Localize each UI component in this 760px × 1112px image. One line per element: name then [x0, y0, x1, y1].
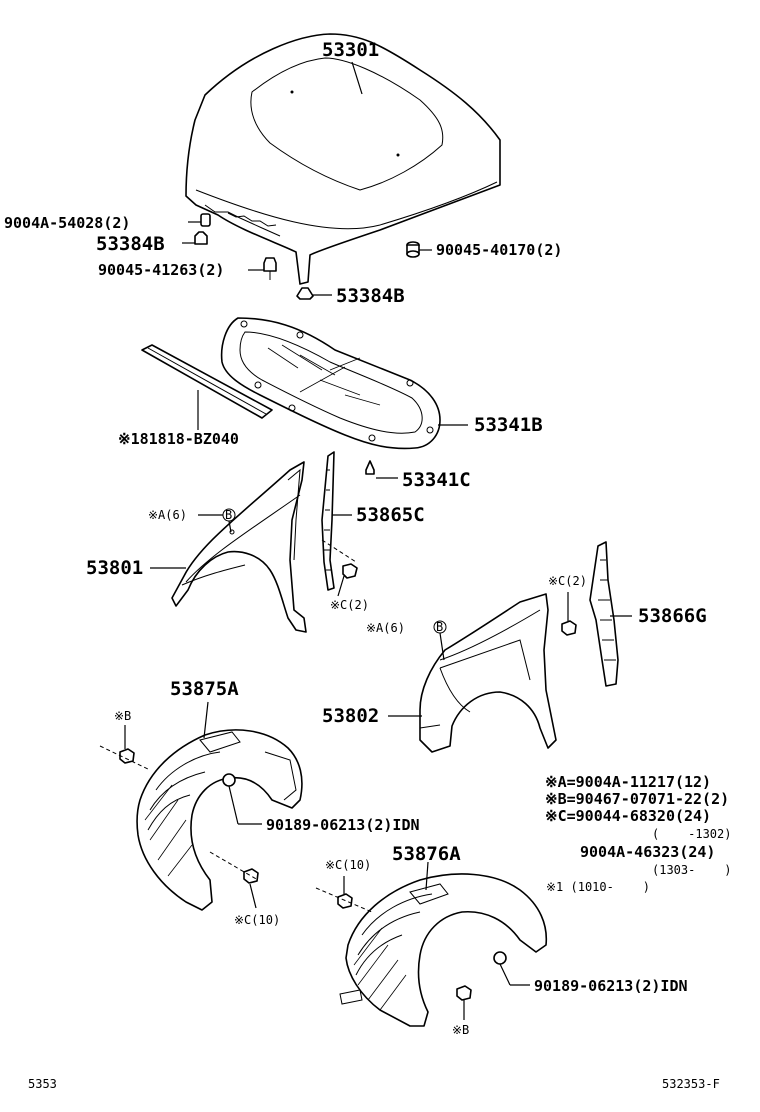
label-fender-seal-right: 53866G [638, 605, 707, 627]
label-fender-left: 53801 [86, 557, 143, 579]
fender-seal-right-clip[interactable] [561, 592, 577, 636]
hood-insulator-53341B[interactable] [220, 317, 441, 450]
label-liner-left-clip: 90189-06213(2)IDN [266, 816, 420, 834]
label-liner-right-clip: 90189-06213(2)IDN [534, 977, 688, 995]
fender-right-bolt-b[interactable] [433, 620, 447, 661]
fender-left-bolt-b[interactable] [198, 508, 236, 533]
hood-seal-181818-BZ040[interactable] [141, 344, 273, 419]
liner-right-53876A[interactable] [339, 873, 548, 1027]
hood-clip-9004A-54028[interactable] [188, 213, 211, 227]
hood-clip-90045-40170[interactable] [406, 241, 432, 258]
liner-right-clip-90189[interactable] [493, 951, 530, 986]
label-hood-clip: 9004A-54028(2) [4, 214, 130, 232]
label-liner-right: 53876A [392, 843, 461, 865]
label-fender-seal-left: 53865C [356, 504, 425, 526]
label-fender-right-ref: ※A(6) [366, 621, 405, 635]
insulator-clip-53341C[interactable] [365, 460, 398, 479]
label-hood-clip-2: 90045-41263(2) [98, 261, 224, 279]
label-seal: ※181818-BZ040 [118, 430, 239, 448]
footer-right: 532353-F [662, 1077, 720, 1091]
liner-right-bolt-c[interactable] [315, 876, 373, 913]
label-fender-seal-left-ref: ※C(2) [330, 598, 369, 612]
fender-seal-left-53865C[interactable] [321, 451, 335, 591]
liner-left-bolt-c[interactable] [209, 851, 259, 909]
label-fender-seal-right-ref: ※C(2) [548, 574, 587, 588]
label-insulator-clip: 53341C [402, 469, 471, 491]
legend-c-range: ( -1302) [652, 827, 731, 841]
hood-cushion-53384B-center[interactable] [296, 287, 332, 300]
fender-right-53802[interactable] [419, 593, 557, 753]
hood-clip-90045-41263[interactable] [248, 257, 277, 280]
liner-right-bolt-b[interactable] [456, 985, 472, 1020]
label-fender-right: 53802 [322, 705, 379, 727]
legend-d-range: (1303- ) [652, 863, 731, 877]
liner-left-bolt-b[interactable] [99, 725, 151, 771]
label-liner-left: 53875A [170, 678, 239, 700]
legend-c: ※C=90044-68320(24) [545, 807, 711, 825]
label-hood-cushion-left: 53384B [96, 233, 165, 255]
label-liner-right-ref-c: ※C(10) [325, 858, 371, 872]
fender-seal-left-clip[interactable] [321, 539, 358, 597]
hood-cushion-53384B-left[interactable] [182, 231, 208, 245]
fender-seal-right-53866G[interactable] [589, 541, 619, 687]
footer-left: 5353 [28, 1077, 57, 1091]
label-liner-right-ref-b: ※B [452, 1023, 469, 1037]
label-insulator: 53341B [474, 414, 543, 436]
label-liner-left-ref-b: ※B [114, 709, 131, 723]
legend-d: 9004A-46323(24) [580, 843, 715, 861]
label-hood-cushion-center: 53384B [336, 285, 405, 307]
legend-a: ※A=9004A-11217(12) [545, 773, 711, 791]
label-liner-left-ref-c: ※C(10) [234, 913, 280, 927]
label-fender-right-b: B [436, 620, 443, 634]
liner-left-clip-90189[interactable] [222, 773, 262, 825]
label-hood-clip-right: 90045-40170(2) [436, 241, 562, 259]
hood-53301[interactable] [185, 33, 501, 285]
legend-b: ※B=90467-07071-22(2) [545, 790, 729, 808]
label-fender-left-b: B [225, 508, 232, 522]
label-hood: 53301 [322, 39, 379, 61]
label-fender-left-ref: ※A(6) [148, 508, 187, 522]
fender-left-53801[interactable] [171, 461, 307, 633]
legend-note1: ※1 (1010- ) [546, 880, 650, 894]
